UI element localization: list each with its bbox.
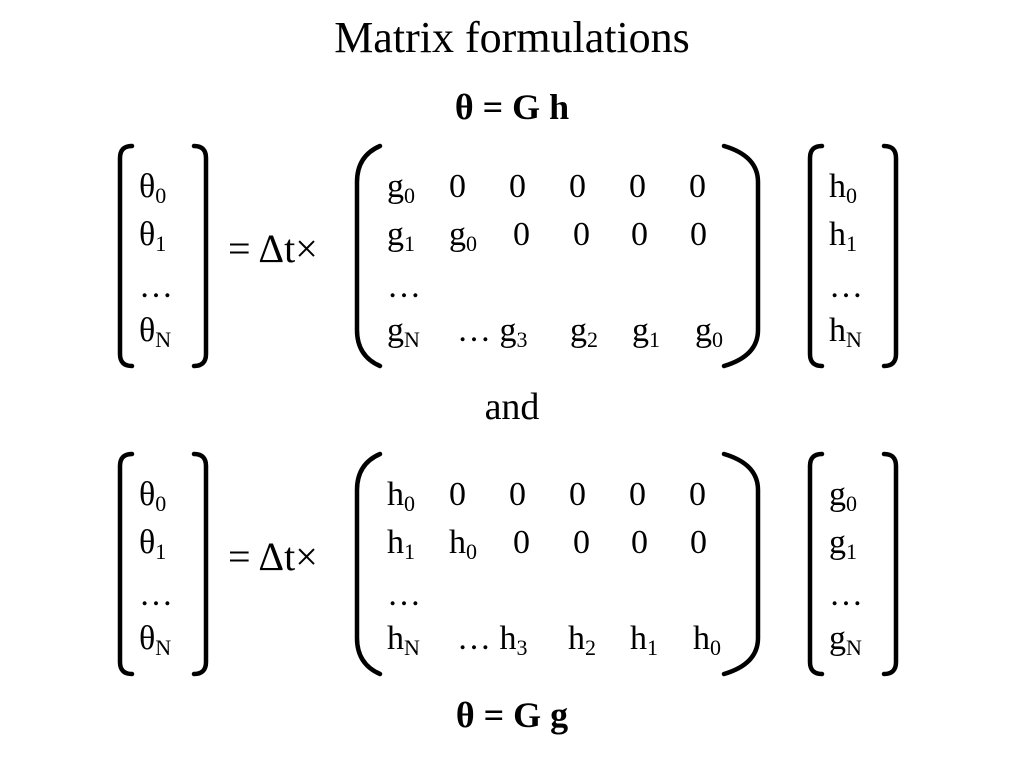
matrix-block-2: θ0 θ1 … θN = Δt× h0 0 0 0 0 0 h1 h0 0 0 … [0, 450, 1024, 680]
equation-rhs: G h [512, 87, 570, 127]
matrix-cell-3-0: gN [387, 312, 420, 353]
right-vector-open-bracket [807, 143, 825, 369]
multiplier-label: = Δt× [228, 534, 318, 579]
matrix-cell-2-0: … [387, 268, 421, 305]
matrix-cell-1-3: 0 [573, 216, 590, 253]
matrix-open-bracket [354, 143, 383, 369]
left-vector-cell-1: θ1 [139, 524, 167, 565]
matrix-cell-3-4: g0 [695, 312, 723, 353]
multiplier-label: = Δt× [228, 226, 318, 271]
equation-theta-gg: θ = G g [0, 694, 1024, 736]
matrix-cell-3-1: … h3 [457, 620, 528, 661]
matrix-cell-0-2: 0 [509, 476, 526, 513]
page-title: Matrix formulations [334, 13, 690, 62]
matrix-cell-0-3: 0 [569, 476, 586, 513]
matrix-cell-0-0: g0 [387, 168, 415, 209]
matrix-cell-3-1: … g3 [457, 312, 528, 353]
matrix-cell-1-3: 0 [573, 524, 590, 561]
equation-operator: = [483, 695, 505, 735]
matrix-cell-1-0: g1 [387, 216, 415, 257]
matrix-open-bracket [354, 451, 383, 677]
matrix-close-bracket [721, 451, 761, 677]
left-vector-cell-3: θN [139, 312, 172, 353]
matrix-cell-0-1: 0 [449, 476, 466, 513]
right-vector-cell-0: g0 [829, 476, 857, 517]
left-vector-open-bracket [117, 143, 135, 369]
equation-theta-gh: θ = G h [0, 86, 1024, 128]
right-vector-cell-3: hN [829, 312, 862, 353]
matrix-cell-1-4: 0 [631, 216, 648, 253]
matrix-cell-1-0: h1 [387, 524, 415, 565]
left-vector-cell-0: θ0 [139, 168, 167, 209]
matrix-cell-1-2: 0 [513, 524, 530, 561]
equation-lhs: θ [454, 87, 474, 127]
matrix-cell-3-2: h2 [568, 620, 596, 661]
matrix-cell-0-1: 0 [449, 168, 466, 205]
right-vector-cell-2: … [829, 576, 863, 613]
equation-lhs: θ [455, 695, 475, 735]
left-vector-open-bracket [117, 451, 135, 677]
right-vector-cell-1: h1 [829, 216, 857, 257]
matrix-cell-1-5: 0 [690, 216, 707, 253]
right-vector-close-bracket [881, 451, 899, 677]
matrix-cell-1-4: 0 [631, 524, 648, 561]
matrix-cell-0-5: 0 [689, 168, 706, 205]
left-vector-cell-0: θ0 [139, 476, 167, 517]
connector-text: and [484, 386, 540, 428]
left-vector-close-bracket [191, 143, 209, 369]
matrix-cell-3-0: hN [387, 620, 420, 661]
matrix-cell-0-3: 0 [569, 168, 586, 205]
left-vector-cell-2: … [139, 576, 173, 613]
matrix-cell-1-1: h0 [449, 524, 477, 565]
right-vector-cell-2: … [829, 268, 863, 305]
bracket-group [117, 143, 899, 369]
left-vector-cell-2: … [139, 268, 173, 305]
matrix-cell-2-0: … [387, 576, 421, 613]
right-vector-cell-3: gN [829, 620, 862, 661]
matrix-cell-0-2: 0 [509, 168, 526, 205]
matrix-cell-0-0: h0 [387, 476, 415, 517]
matrix-cell-1-5: 0 [690, 524, 707, 561]
left-vector-cell-3: θN [139, 620, 172, 661]
right-vector-cell-1: g1 [829, 524, 857, 565]
matrix-cell-0-4: 0 [629, 476, 646, 513]
matrix-cell-3-3: h1 [630, 620, 658, 661]
equation-operator: = [482, 87, 504, 127]
bracket-group [117, 451, 899, 677]
matrix-cell-0-5: 0 [689, 476, 706, 513]
left-vector-close-bracket [191, 451, 209, 677]
matrix-cell-1-2: 0 [513, 216, 530, 253]
matrix-close-bracket [721, 143, 761, 369]
matrix-cell-1-1: g0 [449, 216, 477, 257]
right-vector-open-bracket [807, 451, 825, 677]
equation-rhs: G g [513, 695, 569, 735]
left-vector-cell-1: θ1 [139, 216, 167, 257]
matrix-block-1: θ0 θ1 … θN = Δt× g0 0 0 0 0 0 g1 g0 0 0 … [0, 142, 1024, 372]
right-vector-cell-0: h0 [829, 168, 857, 209]
right-vector-close-bracket [881, 143, 899, 369]
matrix-cell-0-4: 0 [629, 168, 646, 205]
matrix-cell-3-2: g2 [570, 312, 598, 353]
matrix-cell-3-4: h0 [693, 620, 721, 661]
matrix-cell-3-3: g1 [632, 312, 660, 353]
